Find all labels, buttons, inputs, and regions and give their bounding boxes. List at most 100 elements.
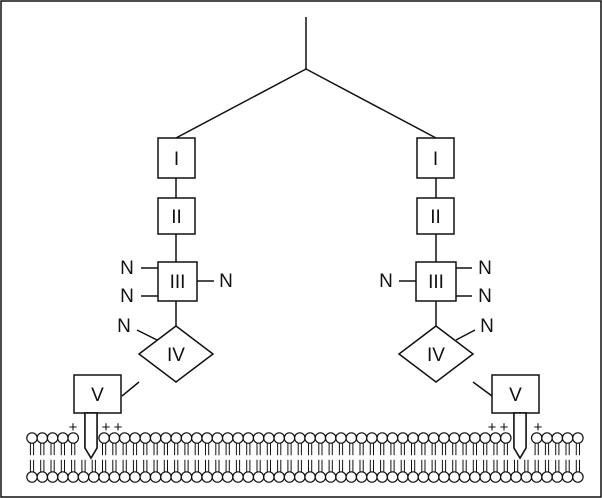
lipid-head-inner	[88, 471, 100, 483]
lipid-head-outer	[345, 432, 358, 444]
lipid-head-inner	[242, 471, 255, 483]
left-chain: I II III N N N IV N V + + +	[69, 137, 233, 460]
lipid-head-outer	[458, 432, 471, 444]
lipid-head-inner	[46, 471, 59, 483]
lipid-head-inner	[469, 471, 481, 483]
lipid-head-inner	[551, 471, 564, 483]
lipid-head-outer	[551, 432, 564, 444]
lipid-head-inner	[273, 471, 285, 483]
lipid-head-inner	[221, 471, 234, 483]
lipid-head-outer	[541, 432, 553, 444]
lipid-bilayer	[26, 432, 584, 483]
lipid-head-inner	[479, 471, 491, 483]
lipid-head-inner	[170, 471, 182, 483]
lipid-head-inner	[376, 471, 388, 483]
lipid-head-outer	[221, 432, 234, 444]
lipid-head-inner	[98, 471, 110, 483]
lipid-head-inner	[252, 471, 265, 483]
left-charge-3: +	[114, 419, 123, 436]
right-glycan-n-4: N	[480, 316, 494, 337]
lipid-head-inner	[520, 471, 533, 483]
lipid-head-outer	[427, 432, 440, 444]
lipid-head-outer	[118, 432, 131, 444]
right-charge-3: +	[534, 419, 543, 436]
right-domain-5-label: V	[509, 385, 522, 406]
lipid-head-inner	[293, 471, 306, 483]
lipid-head-outer	[499, 432, 512, 444]
lipid-head-outer	[366, 432, 378, 444]
lipid-head-outer	[139, 432, 152, 444]
lipid-head-inner	[201, 471, 213, 483]
lipid-head-inner	[386, 471, 399, 483]
lipid-head-outer	[479, 432, 491, 444]
lipid-head-outer	[160, 432, 172, 444]
left-domain-5-label: V	[91, 385, 104, 406]
right-domain-2-box	[416, 197, 455, 235]
left-glycan-n-1: N	[120, 258, 134, 279]
lipid-head-outer	[438, 432, 450, 444]
lipid-head-inner	[417, 471, 430, 483]
lipid-head-outer	[355, 432, 368, 444]
lipid-head-outer	[129, 432, 141, 444]
lipid-head-inner	[180, 471, 193, 483]
lipid-head-inner	[160, 471, 172, 483]
lipid-head-inner	[232, 471, 244, 483]
lipid-head-inner	[26, 471, 38, 483]
lipid-head-inner	[489, 471, 502, 483]
left-domain-4-label: IV	[167, 345, 185, 366]
lipid-head-outer	[530, 432, 543, 444]
right-domain-2-label: II	[430, 207, 441, 228]
lipid-head-inner	[139, 471, 152, 483]
lipid-head-inner	[283, 471, 296, 483]
left-charge-2: +	[102, 419, 111, 436]
lipid-head-inner	[191, 471, 203, 483]
left-domain-2-box	[157, 197, 196, 235]
lipid-head-outer	[448, 432, 461, 444]
lipid-head-outer	[36, 432, 49, 444]
lipid-head-inner	[263, 471, 275, 483]
lipid-head-outer	[252, 432, 265, 444]
lipid-head-outer	[489, 432, 502, 444]
lipid-head-outer	[67, 432, 79, 444]
lipid-head-inner	[67, 471, 79, 483]
left-transmembrane-anchor	[84, 412, 98, 460]
lipid-head-outer	[180, 432, 193, 444]
lipid-head-inner	[57, 471, 69, 483]
right-charge-2: +	[500, 419, 509, 436]
left-domain-5-box	[73, 374, 122, 414]
lipid-head-inner	[427, 471, 440, 483]
lipid-head-outer	[191, 432, 203, 444]
lipid-head-outer	[572, 432, 584, 444]
lipid-head-inner	[129, 471, 141, 483]
left-glycan-n-3: N	[219, 271, 233, 292]
left-domain-4-diamond	[137, 325, 215, 383]
right-domain-1-box	[416, 137, 455, 179]
left-charge-1: +	[69, 419, 78, 436]
left-domain-1-box	[157, 137, 196, 179]
right-chain: I II III N N N IV N V + + +	[379, 137, 543, 460]
lipid-head-outer	[417, 432, 430, 444]
lipid-head-inner	[324, 471, 337, 483]
lipid-head-outer	[283, 432, 296, 444]
lipid-head-outer	[293, 432, 306, 444]
lipid-head-inner	[366, 471, 378, 483]
lipid-head-outer	[386, 432, 399, 444]
lipid-head-outer	[170, 432, 182, 444]
lipid-head-inner	[314, 471, 327, 483]
lipid-head-outer	[211, 432, 224, 444]
lipid-head-outer	[242, 432, 255, 444]
lipid-head-inner	[345, 471, 358, 483]
lipid-head-outer	[324, 432, 337, 444]
lipid-head-outer	[335, 432, 347, 444]
right-charge-1: +	[488, 419, 497, 436]
left-glycan-n-4: N	[117, 316, 131, 337]
lipid-head-inner	[77, 471, 90, 483]
lipid-head-outer	[314, 432, 327, 444]
lipid-head-outer	[407, 432, 419, 444]
lipid-head-outer	[108, 432, 121, 444]
lipid-head-inner	[510, 471, 522, 483]
lipid-head-outer	[263, 432, 275, 444]
